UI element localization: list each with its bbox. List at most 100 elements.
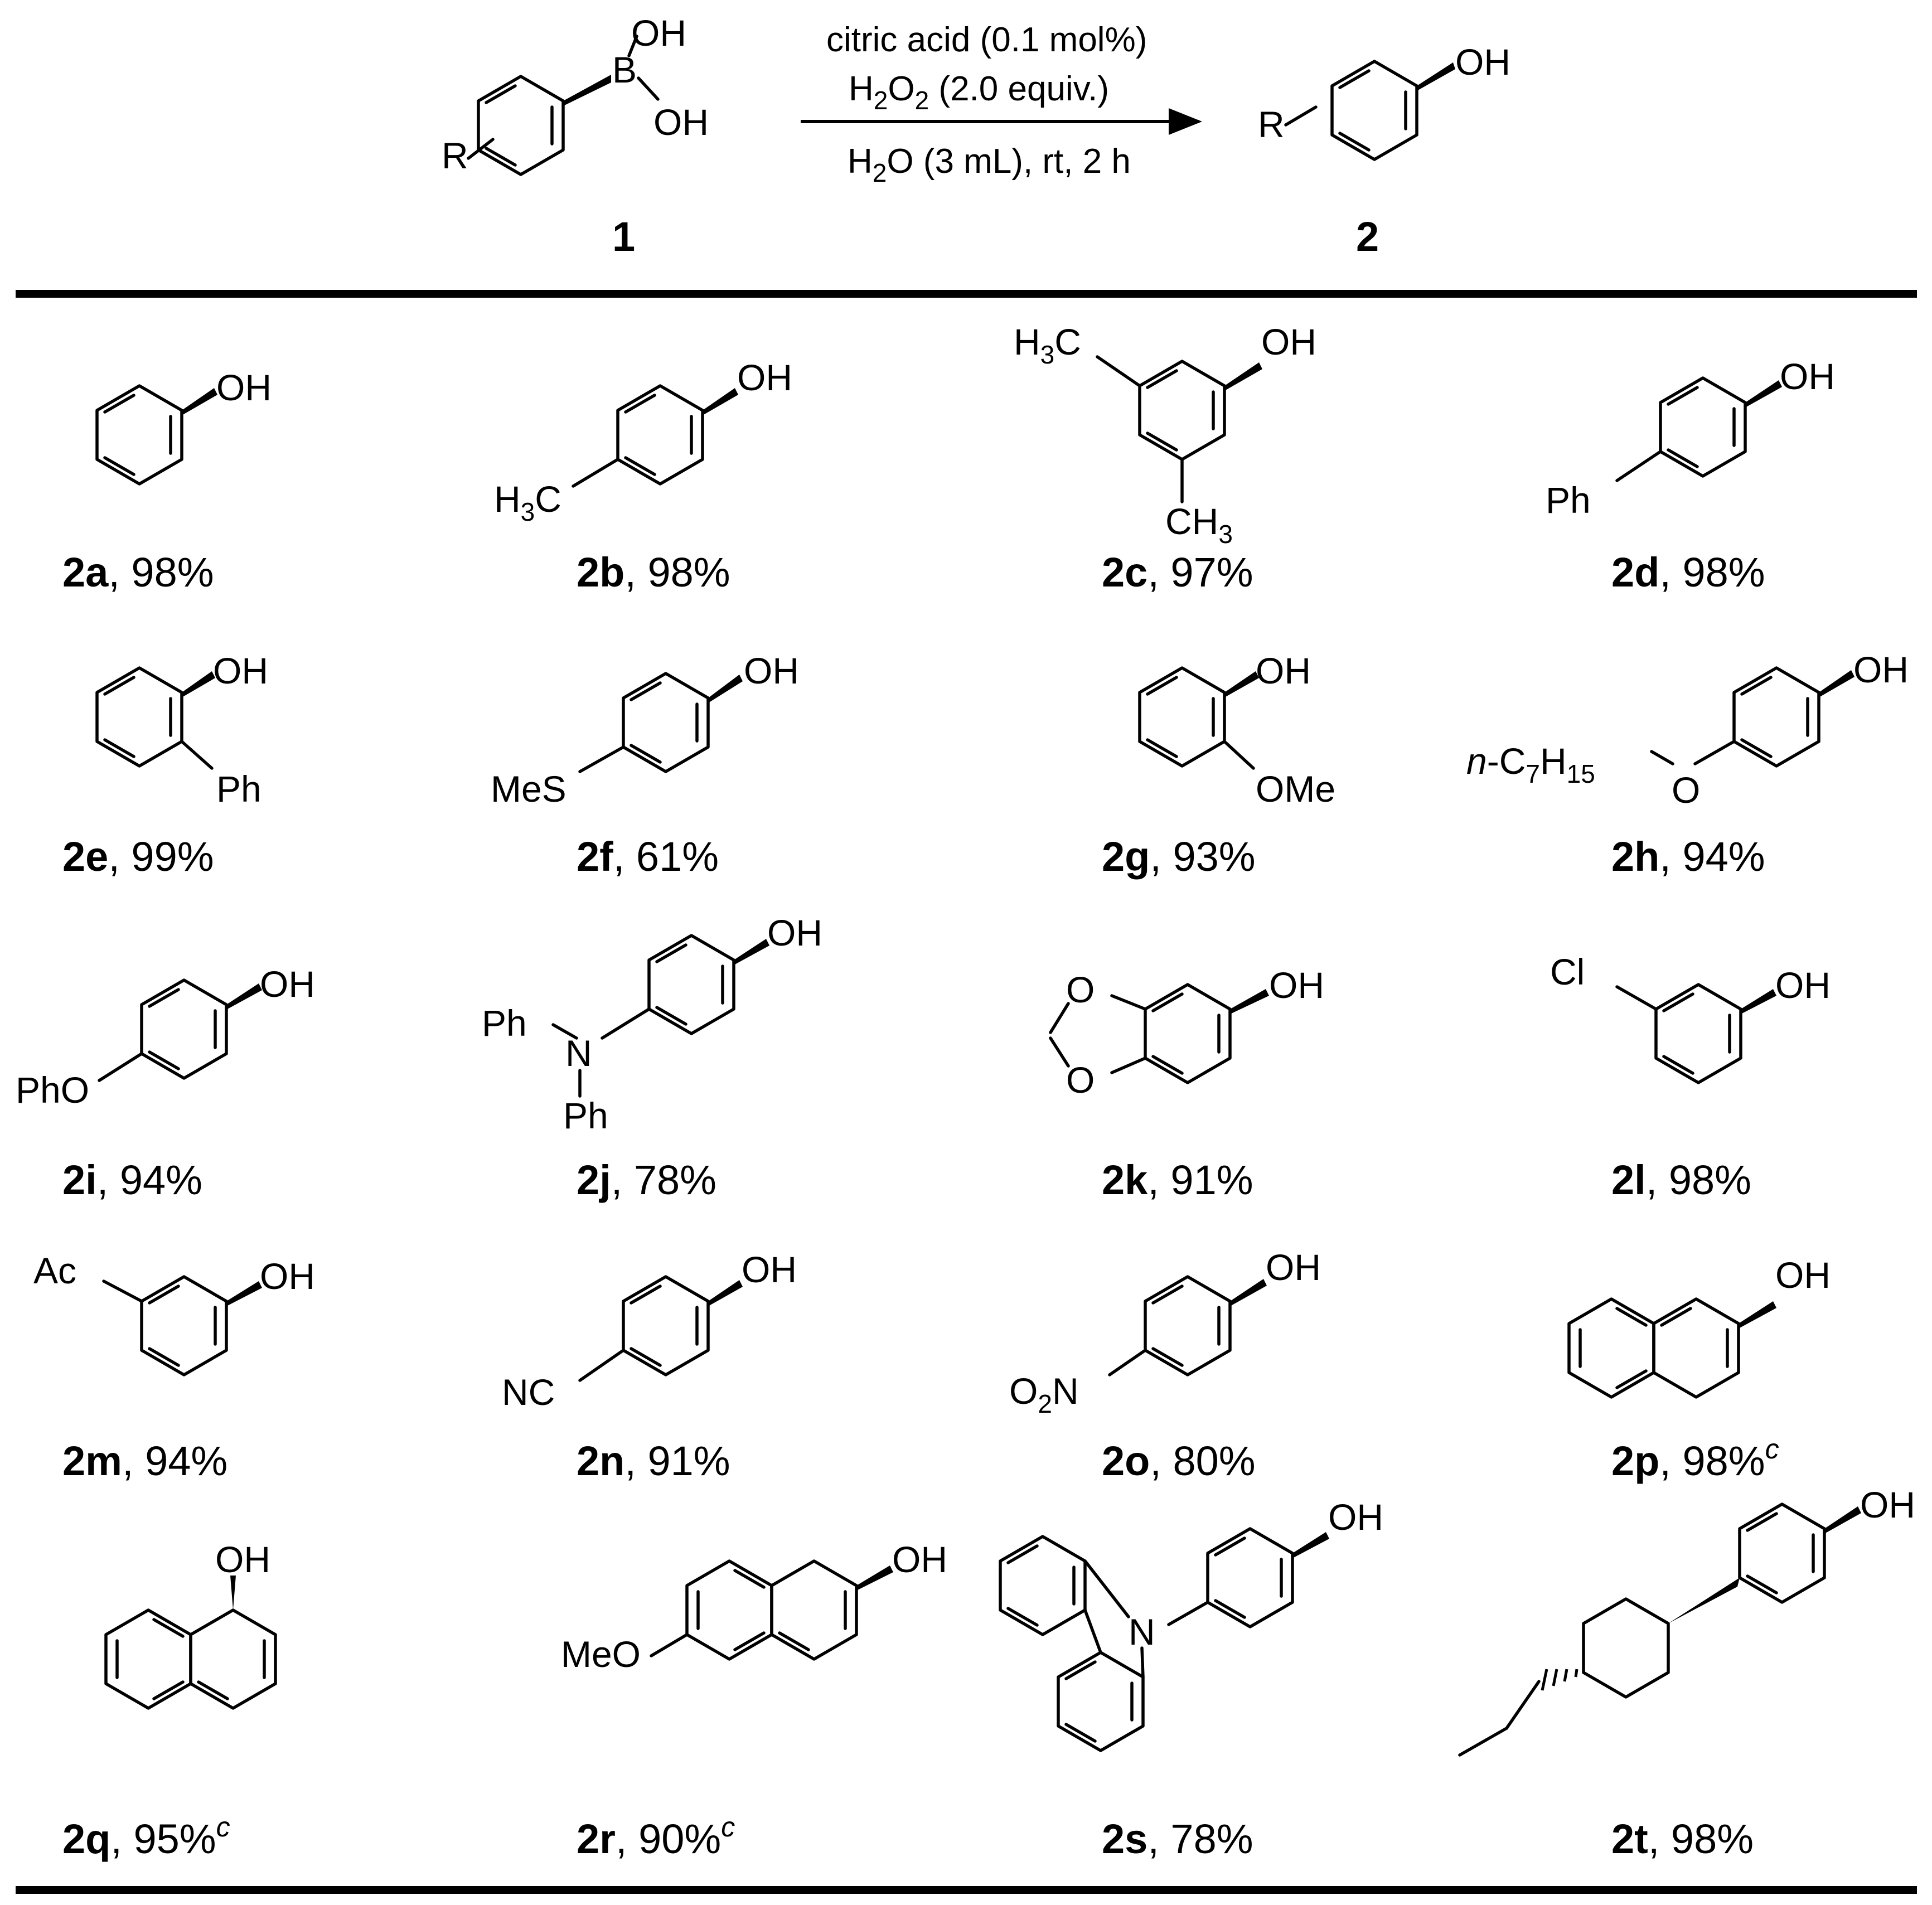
2h-heptyl-label: n-C7H15	[1466, 740, 1595, 788]
2r-oh-label: OH	[892, 1539, 947, 1580]
2b-methyl-label: H3C	[494, 478, 561, 526]
compound-2o: OH O2N	[1009, 1247, 1321, 1418]
2h-ether-oxygen-label: O	[1672, 769, 1700, 811]
caption-2b: 2b, 98%	[577, 549, 730, 595]
2o-nitro-label: O2N	[1009, 1370, 1079, 1418]
2q-oh-label: OH	[215, 1539, 270, 1580]
2f-oh-label: OH	[744, 650, 799, 691]
compound-2e: OH Ph	[95, 650, 268, 809]
condition-catalyst: citric acid (0.1 mol%)	[826, 21, 1147, 59]
2l-oh-label: OH	[1775, 964, 1831, 1006]
rule-top	[16, 290, 1917, 298]
2i-phenoxy-label: PhO	[16, 1069, 89, 1111]
2b-oh-label: OH	[737, 357, 792, 398]
2h-oh-label: OH	[1853, 649, 1909, 690]
2a-oh-label: OH	[216, 367, 272, 408]
2l-chloro-label: Cl	[1550, 951, 1585, 992]
caption-2r: 2r, 90%c	[577, 1811, 735, 1862]
caption-2l: 2l, 98%	[1611, 1157, 1751, 1203]
caption-2i: 2i, 94%	[62, 1157, 202, 1203]
caption-2c: 2c, 97%	[1102, 549, 1253, 595]
2r-footnote-marker: c	[721, 1811, 735, 1843]
caption-2m: 2m, 94%	[62, 1438, 227, 1484]
2d-phenyl-label: Ph	[1546, 479, 1591, 521]
caption-2a: 2a, 98%	[62, 549, 214, 595]
reaction-arrow-group: citric acid (0.1 mol%) H2O2 (2.0 equiv.)…	[801, 21, 1202, 187]
compound-2b: OH H3C	[494, 357, 792, 526]
compound-2l: OH Cl	[1550, 951, 1831, 1084]
caption-2n: 2n, 91%	[577, 1438, 730, 1484]
2j-nitrogen-label: N	[565, 1033, 592, 1074]
product-oh-label: OH	[1455, 41, 1510, 83]
2k-dioxole-o-top-label: O	[1066, 969, 1095, 1010]
boron-oh-top-label: OH	[631, 12, 686, 54]
rule-bottom	[16, 1886, 1917, 1894]
compound-2g: OH OMe	[1138, 650, 1335, 809]
2j-oh-label: OH	[767, 912, 822, 953]
compound-2s: OH N	[999, 1496, 1383, 1752]
reactant-r-label: R	[442, 135, 468, 176]
caption-2d: 2d, 98%	[1611, 549, 1765, 595]
2i-oh-label: OH	[260, 963, 315, 1005]
caption-2p: 2p, 98%c	[1611, 1433, 1779, 1484]
boron-label: B	[612, 49, 637, 90]
2g-methoxy-label: OMe	[1256, 768, 1335, 809]
2m-oh-label: OH	[260, 1256, 315, 1297]
boron-oh-bottom-label: OH	[653, 101, 709, 143]
compound-2m: OH Ac	[33, 1250, 315, 1376]
condition-solvent: H2O (3 mL), rt, 2 h	[848, 142, 1131, 187]
2g-oh-label: OH	[1256, 650, 1311, 691]
product-r-label: R	[1258, 104, 1285, 145]
2p-footnote-marker: c	[1765, 1433, 1779, 1465]
caption-2g: 2g, 93%	[1102, 833, 1256, 880]
compound-2c: OH H3C CH3	[1014, 321, 1316, 549]
compound-2r: OH MeO	[561, 1539, 947, 1675]
2f-methylthio-label: MeS	[491, 768, 566, 809]
2c-methyl-bottom-label: CH3	[1165, 501, 1233, 549]
2t-oh-label: OH	[1860, 1484, 1915, 1525]
product-2: OH R 2	[1258, 41, 1510, 260]
reactant-1: OH B OH R 1	[442, 12, 709, 260]
caption-2o: 2o, 80%	[1102, 1438, 1256, 1484]
caption-2f: 2f, 61%	[577, 833, 719, 880]
compound-2d: OH Ph	[1546, 356, 1835, 521]
2m-acetyl-label: Ac	[33, 1250, 76, 1291]
2o-oh-label: OH	[1266, 1247, 1321, 1288]
2s-oh-label: OH	[1328, 1496, 1383, 1538]
2n-cyano-label: NC	[502, 1371, 555, 1413]
compound-2k: OH O O	[1049, 964, 1324, 1101]
compound-2t: OH	[1458, 1484, 1915, 1757]
2k-oh-label: OH	[1269, 964, 1324, 1006]
compound-2f: OH MeS	[491, 650, 799, 809]
2e-oh-label: OH	[213, 650, 268, 691]
caption-2j: 2j, 78%	[577, 1157, 716, 1203]
2e-phenyl-label: Ph	[216, 768, 262, 809]
caption-2s: 2s, 78%	[1102, 1816, 1253, 1862]
compound-2n: OH NC	[502, 1249, 797, 1413]
compound-2p: OH	[1567, 1254, 1831, 1399]
2q-footnote-marker: c	[216, 1811, 230, 1843]
2n-oh-label: OH	[742, 1249, 797, 1290]
condition-oxidant: H2O2 (2.0 equiv.)	[849, 70, 1109, 115]
caption-2h: 2h, 94%	[1611, 833, 1765, 880]
2c-oh-label: OH	[1261, 321, 1316, 362]
caption-2e: 2e, 99%	[62, 833, 214, 880]
caption-2t: 2t, 98%	[1611, 1816, 1754, 1862]
2s-nitrogen-label: N	[1129, 1611, 1155, 1652]
compound-2i: OH PhO	[16, 963, 315, 1111]
2j-phenyl-top-label: Ph	[482, 1002, 527, 1044]
2p-oh-label: OH	[1775, 1254, 1831, 1296]
reactant-compound-number: 1	[612, 214, 635, 260]
caption-2k: 2k, 91%	[1102, 1157, 1253, 1203]
compound-2h: OH O n-C7H15	[1466, 649, 1909, 811]
product-compound-number: 2	[1356, 214, 1379, 260]
2r-methoxy-label: MeO	[561, 1633, 641, 1675]
2c-methyl-top-label: H3C	[1014, 321, 1081, 369]
2j-phenyl-bottom-label: Ph	[563, 1095, 608, 1136]
compound-2q: OH	[104, 1539, 277, 1710]
2d-oh-label: OH	[1780, 356, 1835, 397]
compound-2a: OH	[95, 367, 272, 486]
caption-2q: 2q, 95%c	[62, 1811, 230, 1862]
2k-dioxole-o-bottom-label: O	[1066, 1059, 1095, 1101]
